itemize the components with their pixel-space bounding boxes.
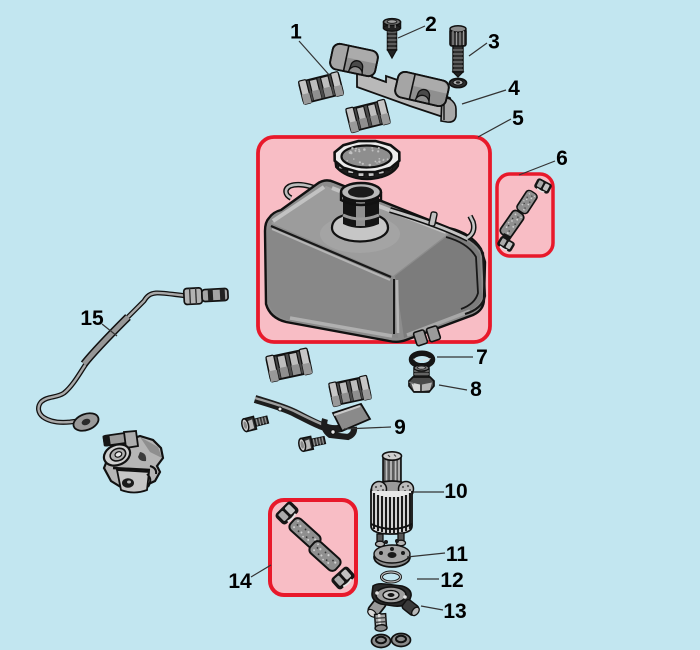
svg-text:5: 5 [512,107,524,130]
svg-text:14: 14 [228,570,252,593]
svg-text:11: 11 [446,543,469,566]
svg-text:6: 6 [556,147,568,170]
svg-text:3: 3 [488,31,500,54]
svg-text:4: 4 [508,77,520,100]
svg-text:13: 13 [443,600,466,623]
svg-text:15: 15 [80,307,104,330]
svg-text:2: 2 [425,13,437,36]
svg-text:8: 8 [470,378,482,401]
svg-text:12: 12 [440,569,463,592]
svg-text:10: 10 [444,480,467,503]
svg-text:1: 1 [290,21,302,44]
svg-text:9: 9 [394,416,406,439]
svg-text:7: 7 [476,346,488,369]
